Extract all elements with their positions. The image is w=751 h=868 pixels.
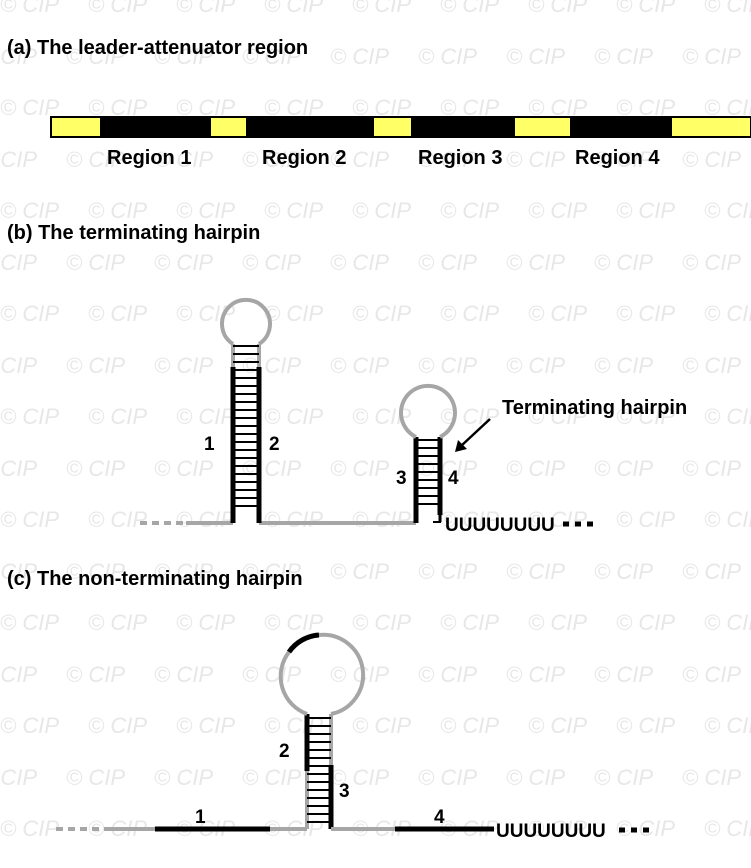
strand-label-4: 4	[434, 807, 445, 828]
terminating-hairpin-structure	[140, 297, 596, 527]
poly-u-tail: UUUUUUUU	[496, 821, 606, 842]
region-1-label: Region 1	[107, 147, 191, 169]
panel-b-title: (b) The terminating hairpin	[7, 222, 261, 244]
region-4-block	[570, 118, 672, 136]
strand-label-2: 2	[279, 741, 290, 762]
base-pair-rungs-2-3	[307, 717, 331, 823]
panel-a-title: (a) The leader-attenuator region	[7, 37, 309, 59]
loop-region-2-segment	[286, 632, 320, 654]
loop-3-4	[399, 383, 457, 439]
region-2-label: Region 2	[262, 147, 346, 169]
terminating-hairpin-label: Terminating hairpin	[502, 397, 687, 419]
region-3-label: Region 3	[418, 147, 502, 169]
region-2-block	[246, 118, 374, 136]
strand-label-2: 2	[269, 434, 280, 455]
loop-segment	[278, 650, 308, 716]
annotation-arrow-shaft	[460, 418, 491, 447]
base-pair-rungs-1-2	[233, 345, 259, 507]
leader-attenuator-bar	[50, 116, 751, 138]
strand-label-1: 1	[195, 807, 206, 828]
region-3-block	[411, 118, 515, 136]
non-terminating-hairpin-structure	[56, 632, 652, 833]
strand-label-4: 4	[448, 468, 459, 489]
base-pair-rungs-3-4	[416, 439, 440, 505]
region-1-block	[100, 118, 211, 136]
poly-u-tail: UUUUUUUU	[445, 515, 555, 536]
loop-1-2	[220, 297, 272, 346]
strand-label-3: 3	[396, 468, 407, 489]
region-4-label: Region 4	[575, 147, 660, 169]
strand-label-1: 1	[204, 434, 215, 455]
annotation-arrow-head	[455, 440, 467, 452]
strand-label-3: 3	[339, 781, 350, 802]
loop-segment	[318, 632, 366, 716]
panel-c-title: (c) The non-terminating hairpin	[7, 568, 303, 590]
